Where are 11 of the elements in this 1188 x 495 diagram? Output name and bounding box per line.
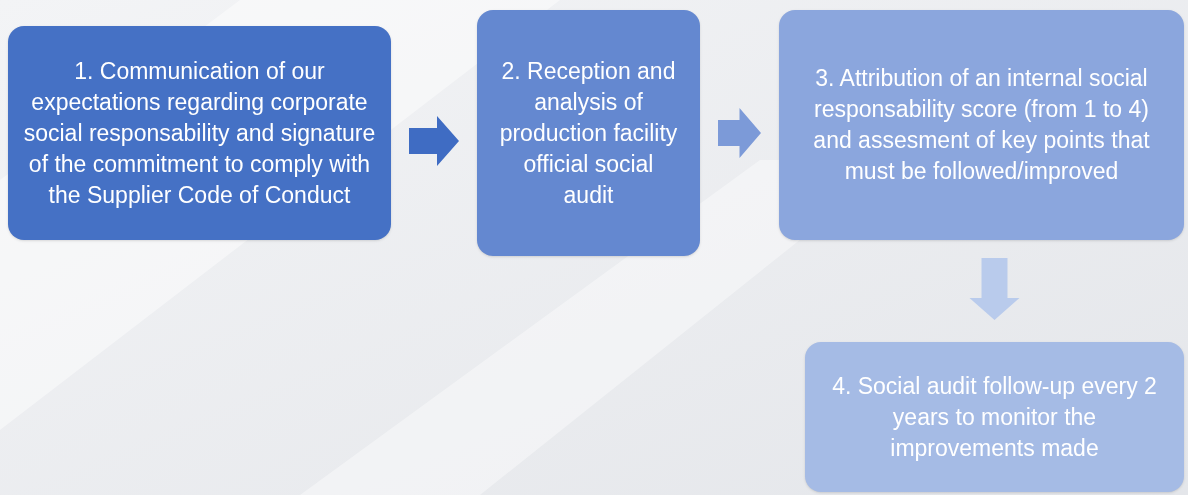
step-box	[8, 26, 391, 240]
block-arrow	[969, 258, 1020, 320]
step-text: 4. Social audit follow-up every 2 years to monitor the improvements made	[831, 371, 1158, 463]
step-text: 1. Communication of our expectations regarding corporate social responsability and signature of the commitment to comply with the Supplier Code of Conduct	[22, 56, 377, 210]
step-box	[805, 342, 1184, 492]
block-arrow	[718, 108, 761, 158]
step-text: 2. Reception and analysis of production facility official social audit	[499, 56, 678, 210]
step-box	[779, 10, 1184, 240]
step-box	[477, 10, 700, 256]
block-arrow	[409, 116, 459, 166]
step-text: 3. Attribution of an internal social responsability score (from 1 to 4) and assesment of key points that must be followed/improved	[812, 64, 1151, 186]
